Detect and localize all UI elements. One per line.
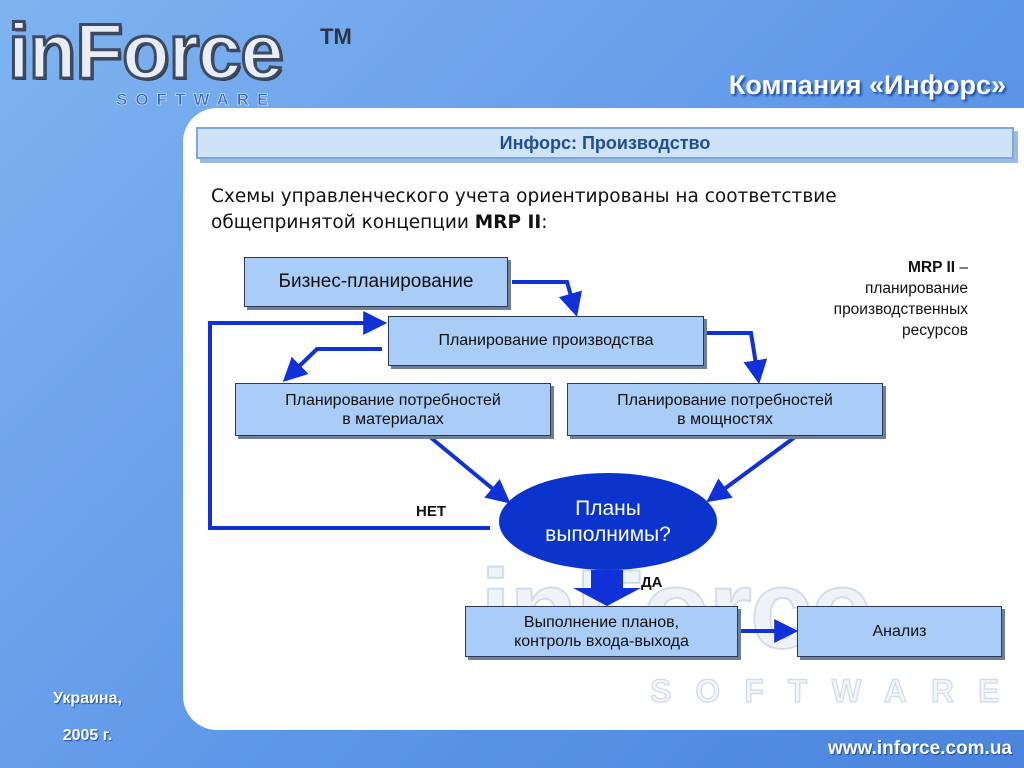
decision-plans-feasible: Планы выполнимы? [499,473,717,570]
arrow-capacity-to-decision [706,435,797,503]
intro-line-2: общепринятой концепции [211,212,475,233]
watermark-subtitle: SOFTWARE [649,672,1024,709]
node-label-line-2: в материалах [342,410,444,428]
company-title: Компания «Инфорс» [728,70,1006,100]
label-no: НЕТ [416,503,446,520]
arrow-business-to-production [512,280,582,317]
node-label: Анализ [872,622,927,640]
arrow-no-feedback-loop [208,311,490,530]
mrp-line-3: производственных [833,301,968,318]
mrp-term: MRP II [907,259,956,276]
slide-title: Инфорс: Производство [499,132,711,153]
decision-line-1: Планы [575,496,641,520]
mrp-line-4: ресурсов [902,322,968,339]
node-execution-control: Выполнение планов, контроль входа-выхода [465,606,738,657]
footer-country: Украина, [53,690,122,707]
node-production-planning: Планирование производства [388,316,704,366]
logo-trademark: TM [320,24,352,49]
mrp-dash: – [955,259,968,276]
node-capacity-planning: Планирование потребностей в мощностях [567,383,883,436]
intro-mrp-term: MRP II [474,212,542,233]
footer-year: 2005 г. [62,727,113,744]
node-label-line-1: Планирование потребностей [285,391,501,409]
node-label: Бизнес-планирование [278,271,474,292]
node-materials-planning: Планирование потребностей в материалах [235,383,551,436]
intro-line-1: Схемы управленческого учета ориентирован… [211,186,837,207]
node-label-line-1: Выполнение планов, [523,613,680,631]
mrp-definition-note: MRP II – планирование производственных р… [768,257,968,341]
slide-title-band: Инфорс: Производство [196,127,1014,159]
intro-text: Схемы управленческого учета ориентирован… [211,184,981,236]
label-yes: ДА [641,574,663,591]
intro-colon: : [541,212,548,233]
footer-website-link[interactable]: www.inforce.com.ua [827,738,1012,759]
arrow-yes-to-execution [573,570,641,606]
node-label: Планирование производства [438,332,654,349]
arrow-production-to-materials [282,347,382,383]
arrow-production-to-capacity [704,331,768,385]
decision-line-2: выполнимы? [545,522,671,546]
logo-word: inForce [7,6,286,97]
node-label-line-1: Планирование потребностей [617,391,833,409]
node-analysis: Анализ [797,606,1002,657]
arrow-materials-to-decision [428,435,511,504]
mrp-line-2: планирование [864,280,968,297]
node-business-planning: Бизнес-планирование [244,257,508,307]
node-label-line-2: контроль входа-выхода [514,632,689,650]
inforce-logo: inForce TM SOFTWARE [7,6,352,110]
logo-subtitle: SOFTWARE [116,90,277,110]
node-label-line-2: в мощностях [677,410,773,428]
